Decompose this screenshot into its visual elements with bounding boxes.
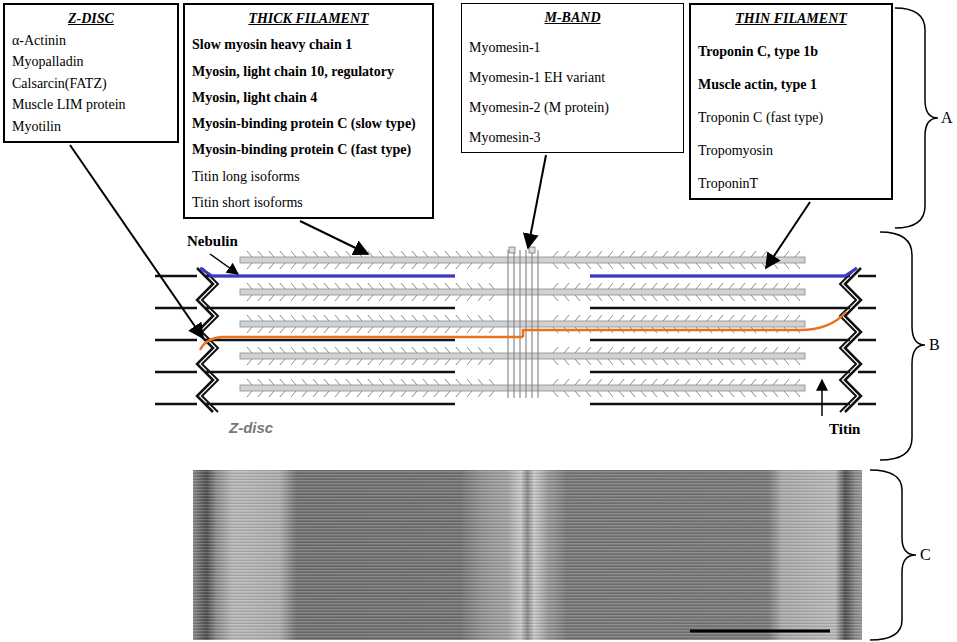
protein-item: Tropomyosin	[698, 142, 884, 159]
thin-filament	[155, 339, 197, 342]
protein-item: Myomesin-1	[469, 39, 676, 56]
component-box: M-BAND Myomesin-1Myomesin-1 EH variantMyo…	[461, 3, 684, 153]
thick-filament	[240, 353, 805, 359]
box-heading: THICK FILAMENT	[192, 10, 425, 27]
micrograph	[193, 470, 862, 640]
thin-filament	[205, 339, 455, 342]
thick-filament	[240, 257, 805, 263]
titin	[523, 312, 846, 337]
scale-bar	[690, 630, 830, 633]
section-letter: C	[920, 545, 931, 564]
protein-item: Myomesin-3	[469, 129, 676, 146]
m-band-line	[507, 250, 508, 398]
titin	[200, 337, 523, 350]
thin-filament	[858, 275, 876, 278]
protein-item: α-Actinin	[12, 32, 170, 49]
structure-label: Nebulin	[187, 232, 238, 250]
thin-filament	[590, 371, 850, 374]
brace	[880, 232, 925, 460]
component-box: THICK FILAMENT Slow myosin heavy chain 1 M…	[183, 3, 434, 219]
m-band-marker	[509, 247, 515, 253]
m-band-line	[519, 250, 520, 398]
leader-arrow	[210, 254, 238, 274]
nebulin	[200, 268, 455, 276]
protein-item: Myosin, light chain 10, regulatory	[192, 63, 425, 80]
protein-item: Calsarcin(FATZ)	[12, 75, 170, 92]
protein-item: Myomesin-2 (M protein)	[469, 99, 676, 116]
box-heading: Z-DISC	[12, 10, 170, 27]
thin-filament	[858, 403, 876, 406]
leader-arrow	[528, 155, 546, 248]
protein-item: Slow myosin heavy chain 1	[192, 36, 425, 53]
leader-arrow	[766, 202, 810, 268]
protein-item: Myotilin	[12, 118, 170, 135]
micrograph-texture	[193, 470, 862, 640]
thin-filament	[205, 307, 455, 310]
thin-filament	[858, 307, 876, 310]
m-band-line	[513, 250, 514, 398]
thick-filament	[240, 385, 805, 391]
brace	[895, 8, 938, 228]
m-band-marker	[529, 247, 535, 253]
thin-filament	[155, 371, 197, 374]
protein-item: Myosin, light chain 4	[192, 89, 425, 106]
section-letter: A	[941, 108, 953, 127]
nebulin	[590, 268, 857, 276]
protein-item: Titin short isoforms	[192, 194, 425, 211]
structure-label: Z-disc	[229, 419, 273, 437]
protein-item: Myosin-binding protein C (slow type)	[192, 115, 425, 132]
thick-filament	[240, 289, 805, 295]
brace	[870, 470, 916, 640]
box-heading: THIN FILAMENT	[698, 10, 884, 27]
thin-filament	[155, 307, 197, 310]
protein-item: TroponinT	[698, 175, 884, 192]
thin-filament	[205, 403, 455, 406]
thin-filament	[858, 339, 876, 342]
box-heading: M-BAND	[469, 9, 676, 26]
thin-filament	[590, 307, 850, 310]
m-band-line	[525, 250, 526, 398]
protein-item: Myosin-binding protein C (fast type)	[192, 141, 425, 158]
sarcomere	[155, 247, 876, 412]
m-band-line	[537, 250, 538, 398]
thin-filament	[590, 339, 850, 342]
protein-item: Troponin C, type 1b	[698, 43, 884, 60]
structure-label: Titin	[829, 420, 860, 438]
thin-filament	[858, 371, 876, 374]
thin-filament	[155, 403, 197, 406]
protein-item: Muscle actin, type 1	[698, 76, 884, 93]
protein-item: Myomesin-1 EH variant	[469, 69, 676, 86]
protein-item: Myopalladin	[12, 53, 170, 70]
section-letter: B	[929, 335, 940, 354]
component-box: Z-DISC α-ActininMyopalladinCalsarcin(FATZ…	[3, 3, 179, 143]
leader-arrow	[300, 221, 368, 254]
leader-arrow	[821, 380, 823, 416]
protein-item: Muscle LIM protein	[12, 96, 170, 113]
m-band-line	[531, 250, 532, 398]
protein-item: Troponin C (fast type)	[698, 109, 884, 126]
thin-filament	[205, 371, 455, 374]
thin-filament	[590, 403, 850, 406]
thick-filament	[240, 321, 805, 327]
component-box: THIN FILAMENT Troponin C, type 1b Muscle a…	[689, 3, 893, 200]
z-disc	[840, 268, 856, 412]
protein-item: Titin long isoforms	[192, 168, 425, 185]
